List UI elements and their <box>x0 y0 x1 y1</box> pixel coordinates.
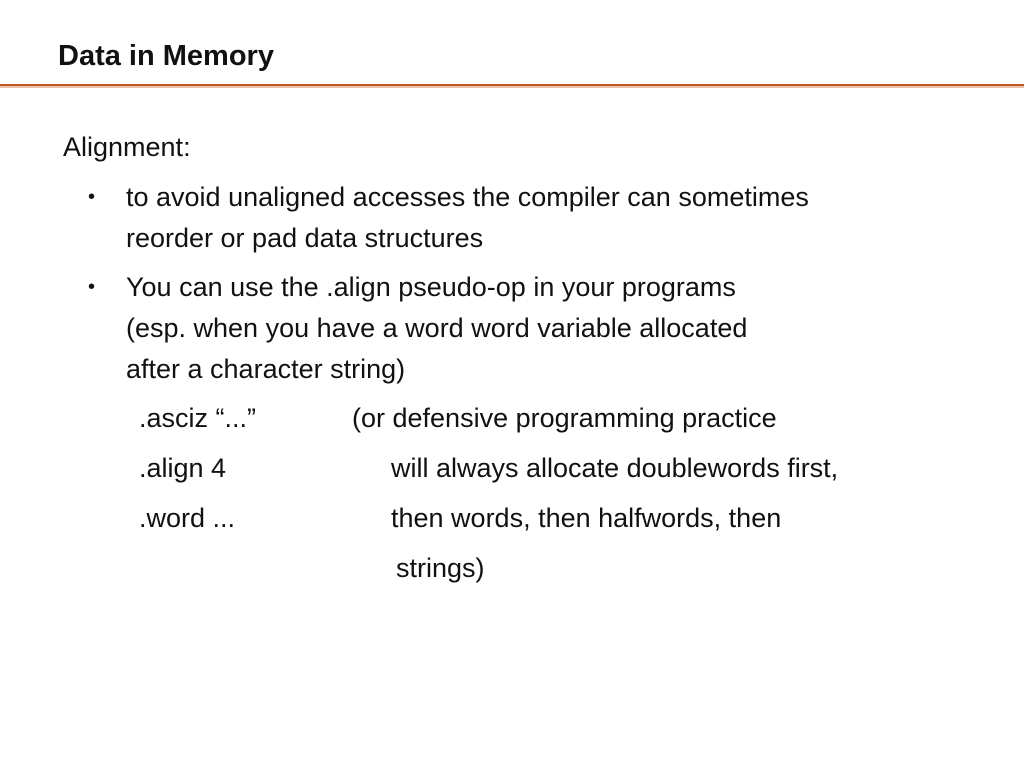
title-divider-primary <box>0 84 1024 86</box>
code-line-asciz: .asciz “...” <box>139 403 257 433</box>
code-comment-4: strings) <box>396 553 485 583</box>
bullet-2-marker: • <box>88 276 96 298</box>
bullet-2-line-3: after a character string) <box>126 354 406 384</box>
section-heading: Alignment: <box>63 132 191 162</box>
code-comment-3: then words, then halfwords, then <box>391 503 782 533</box>
code-comment-2: will always allocate doublewords first, <box>391 453 839 483</box>
title-divider-secondary <box>0 86 1024 88</box>
code-line-align: .align 4 <box>139 453 227 483</box>
code-line-word: .word ... <box>139 503 236 533</box>
bullet-1-line-2: reorder or pad data structures <box>126 223 484 253</box>
bullet-1-marker: • <box>88 186 96 208</box>
bullet-1-line-1: to avoid unaligned accesses the compiler… <box>126 182 809 212</box>
slide-title: Data in Memory <box>58 40 274 72</box>
bullet-2-line-2: (esp. when you have a word word variable… <box>126 313 748 343</box>
code-comment-1: (or defensive programming practice <box>352 403 777 433</box>
bullet-2-line-1: You can use the .align pseudo-op in your… <box>126 272 736 302</box>
title-divider <box>0 84 1024 88</box>
